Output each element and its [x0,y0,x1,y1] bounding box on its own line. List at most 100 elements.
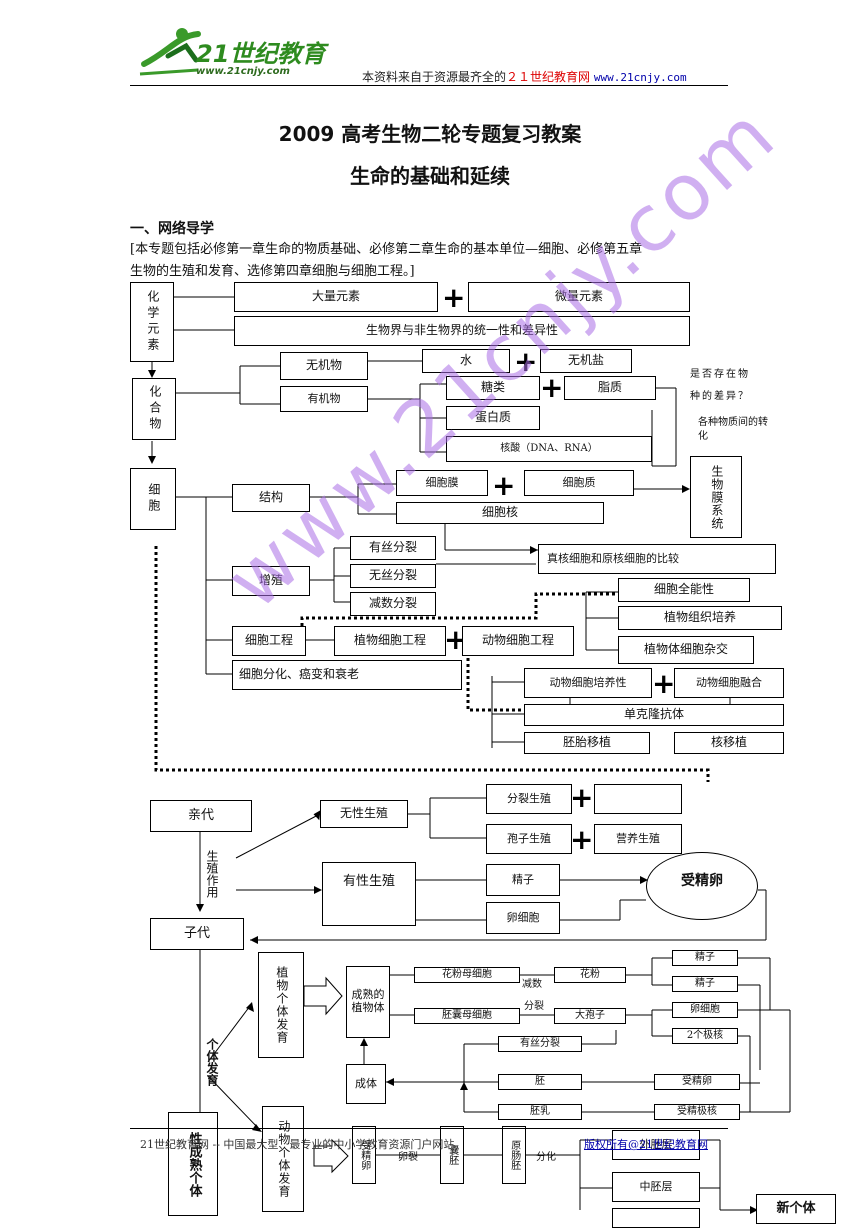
page-title: 2009 高考生物二轮专题复习教案 [278,122,582,146]
footer-text: 21世纪教育网 -- 中国最大型、最专业的中小学教育资源门户网站。 [140,1138,466,1151]
plus-icon: + [492,469,516,502]
node-plant-dev-label: 植物个体发育 [274,966,289,1044]
node-animal-culture: 动物细胞培养性 [524,668,652,698]
node-polar-nuclei: 2个极核 [672,1028,738,1044]
node-mature-individual: 性成熟个体 [168,1112,218,1216]
node-sperm: 精子 [486,864,560,896]
node-plant-tissue-culture: 植物组织培养 [618,606,782,630]
node-adult: 成体 [346,1064,386,1104]
label-differentiate: 分化 [536,1152,556,1163]
node-plant-hybrid: 植物体细胞杂交 [618,636,754,664]
node-animal-dev-label: 动物个体发育 [276,1120,291,1198]
node-embryo: 胚 [498,1074,582,1090]
header-site-link[interactable]: ２１世纪教育网 [506,70,591,84]
node-offspring: 子代 [150,918,244,950]
node-new-individual: 新个体 [756,1194,836,1224]
plus-icon: + [514,345,538,378]
node-animal-fusion: 动物细胞融合 [674,668,784,698]
node-meiosis: 减数分裂 [350,592,436,616]
node-organic: 有机物 [280,386,368,412]
node-proliferation: 增殖 [232,566,310,596]
node-egg: 卵细胞 [486,902,560,934]
node-totipotency: 细胞全能性 [618,578,750,602]
node-water: 水 [422,349,510,373]
node-animal-cell-eng: 动物细胞工程 [462,626,574,656]
node-fission-blank [594,784,682,814]
label-cleavage: 卵裂 [398,1152,418,1163]
label-division: 分裂 [524,1001,544,1012]
node-sugars: 糖类 [446,376,540,400]
node-cell-label: 细胞 [146,483,161,515]
node-inorganic-salt: 无机盐 [540,349,632,373]
node-zygote: 受精卵 [646,852,758,920]
note-species-question: 是否存在物种的差异？ [690,369,750,402]
plus-icon: + [444,623,468,656]
runner-logo-icon [139,28,201,76]
plus-icon: + [652,667,676,700]
node-pollen: 花粉 [554,967,626,983]
node-lipids: 脂质 [564,376,656,400]
node-monoclonal: 单克隆抗体 [524,704,784,726]
node-sexual: 有性生殖 [322,862,416,926]
node-embryo-transfer: 胚胎移植 [524,732,650,754]
footer-rule [130,1128,728,1129]
node-mature-plant: 成熟的植物体 [346,966,390,1038]
plus-icon: + [570,823,594,856]
node-cell-engineering: 细胞工程 [232,626,306,656]
node-differentiation: 细胞分化、癌变和衰老 [232,660,462,690]
node-pollen-mother: 花粉母细胞 [414,967,520,983]
header-rule [130,85,728,86]
node-mitosis: 有丝分裂 [350,536,436,560]
site-logo: 21世纪教育 www.21cnjy.com [138,26,338,82]
node-megaspore: 大孢子 [554,1008,626,1024]
node-biomembrane-system: 生物膜系统 [690,456,742,538]
label-individual-dev-text: 个体发育 [205,1038,219,1086]
node-mesoderm: 中胚层 [612,1172,700,1202]
node-embryo-sac-mother: 胚囊母细胞 [414,1008,520,1024]
node-zygote-c: 受精卵 [352,1126,376,1184]
node-nucleus: 细胞核 [396,502,604,524]
node-blastula-label: 囊胚 [446,1145,458,1165]
node-endosperm: 胚乳 [498,1104,582,1120]
node-amitosis: 无丝分裂 [350,564,436,588]
node-structure: 结构 [232,484,310,512]
node-prok-euk: 真核细胞和原核细胞的比较 [538,544,776,574]
plus-icon: + [442,281,466,314]
node-mature-individual-label: 性成熟个体 [186,1131,202,1197]
node-fert-polar: 受精极核 [654,1104,740,1120]
node-asexual: 无性生殖 [320,800,408,828]
header-note: 本资料来自于资源最齐全的２１世纪教育网 www.21cnjy.com [362,68,687,85]
node-chemical-elements: 化学元素 [130,282,174,362]
label-meiosis: 减数 [522,979,542,990]
node-inorganic: 无机物 [280,352,368,380]
node-micro-elements: 微量元素 [468,282,690,312]
footer-copyright-link[interactable]: 版权所有@21世纪教育网 [584,1138,708,1151]
node-animal-dev: 动物个体发育 [262,1106,304,1212]
plus-icon: + [570,781,594,814]
node-nucleic-acid: 核酸（DNA、RNA） [446,436,652,462]
node-gastrula: 原肠胚 [502,1126,526,1184]
page-subtitle: 生命的基础和延续 [350,164,510,188]
node-gastrula-label: 原肠胚 [508,1140,520,1170]
node-sperm-b: 精子 [672,976,738,992]
node-protein: 蛋白质 [446,406,540,430]
header-note-prefix: 本资料来自于资源最齐全的 [362,70,507,84]
node-zygote-b: 受精卵 [654,1074,740,1090]
node-plant-cell-eng: 植物细胞工程 [334,626,446,656]
node-mitosis-b: 有丝分裂 [498,1036,582,1052]
node-egg-cell: 卵细胞 [672,1002,738,1018]
header-url-link[interactable]: www.21cnjy.com [593,71,687,84]
node-sperm-a: 精子 [672,950,738,966]
node-nuclear-transfer: 核移植 [674,732,784,754]
intro-line-1: [本专题包括必修第一章生命的物质基础、必修第二章生命的基本单位—细胞、必修第五章 [130,242,643,257]
node-unity-diversity: 生物界与非生物界的统一性和差异性 [234,316,690,346]
intro-line-2: 生物的生殖和发育、选修第四章细胞与细胞工程。] [130,264,415,279]
node-biomembrane-system-label: 生物膜系统 [709,464,724,530]
node-spore: 孢子生殖 [486,824,572,854]
note-conversion: 各种物质间的转化 [698,417,768,442]
node-macro-elements: 大量元素 [234,282,438,312]
node-vegetative: 营养生殖 [594,824,682,854]
node-compounds: 化合物 [132,378,176,440]
node-zygote-c-label: 受精卵 [358,1140,370,1170]
logo-text: 21世纪教育 [196,40,326,68]
